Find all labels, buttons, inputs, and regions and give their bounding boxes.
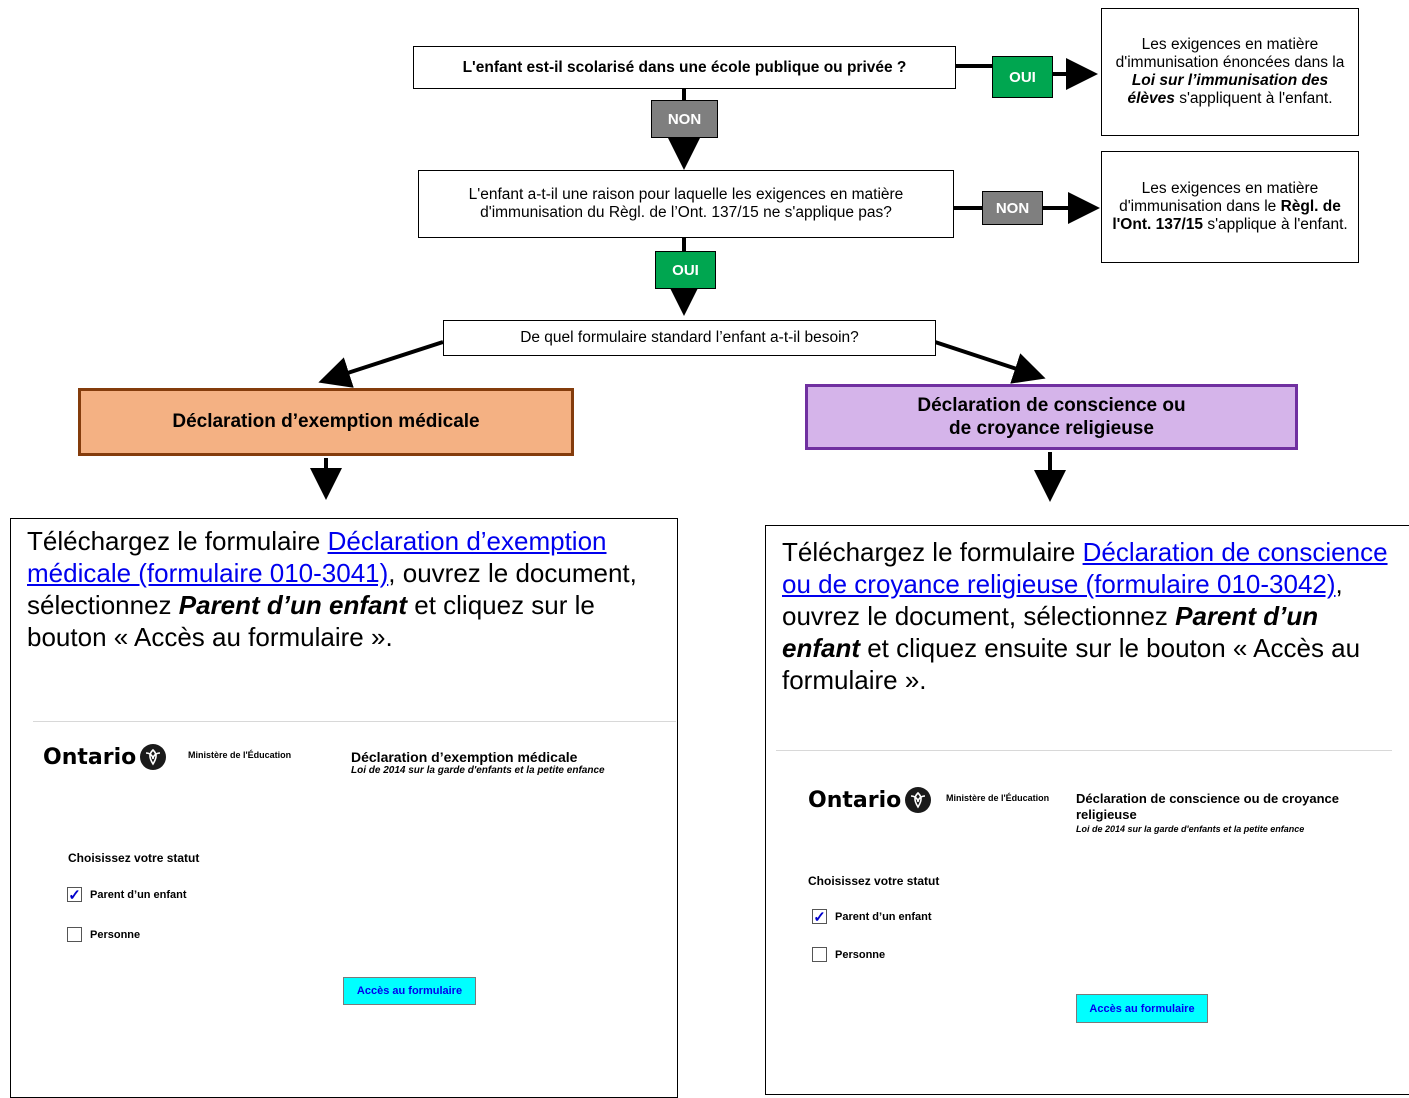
non-tag-2: NON	[982, 191, 1043, 225]
result-regulation-pre: Les exigences en matière d'immunisation …	[1119, 180, 1319, 215]
oui-tag-1: OUI	[992, 56, 1053, 98]
question-exemption-text: L'enfant a-t-il une raison pour laquelle…	[468, 186, 904, 221]
option-personne-label: Personne	[90, 928, 141, 941]
medical-form-panel: Téléchargez le formulaire Déclaration d’…	[10, 518, 678, 1098]
arrow-q3-religious	[934, 340, 1046, 384]
preview-doc-subtitle: Loi de 2014 sur la garde d'enfants et la…	[1076, 824, 1305, 834]
option-personne[interactable]: Personne	[67, 927, 140, 942]
option-parent[interactable]: ✓ Parent d’un enfant	[67, 886, 187, 904]
checkbox-parent-checked[interactable]: ✓	[67, 886, 82, 904]
preview-doc-subtitle: Loi de 2014 sur la garde d'enfants et la…	[351, 765, 605, 776]
result-school-post: s'appliquent à l'enfant.	[1174, 90, 1333, 107]
religious-instr-p3: et cliquez ensuite sur le bouton « Accès…	[782, 633, 1361, 695]
medical-exemption-box: Déclaration d’exemption médicale	[78, 388, 574, 456]
result-school-law: Les exigences en matière d'immunisation …	[1101, 8, 1359, 136]
religious-exemption-line2: de croyance religieuse	[949, 418, 1154, 439]
option-parent-label: Parent d’un enfant	[90, 888, 187, 901]
religious-instr-em: Parent d’un enfant	[782, 601, 1319, 663]
ontario-logo-text: Ontario	[43, 744, 137, 770]
religious-instr-p1: Téléchargez le formulaire	[782, 537, 1083, 567]
medical-instr-p3: et cliquez sur le bouton « Accès au form…	[27, 590, 595, 652]
religious-instructions: Téléchargez le formulaire Déclaration de…	[766, 526, 1409, 696]
preview-doc-title-text: Déclaration d’exemption médicale	[351, 749, 578, 765]
status-heading: Choisissez votre statut	[68, 851, 200, 865]
ontario-logo: Ontario	[43, 744, 167, 770]
medical-form-link[interactable]: Déclaration d’exemption médicale (formul…	[27, 526, 607, 588]
option-personne[interactable]: Personne	[812, 947, 885, 962]
question-school: L'enfant est-il scolarisé dans une école…	[413, 46, 956, 89]
option-personne-label: Personne	[835, 948, 886, 961]
result-school-law-name: Loi sur l’immunisation des élèves	[1127, 72, 1329, 107]
oui-tag-2: OUI	[655, 251, 716, 289]
access-form-button[interactable]: Accès au formulaire	[1076, 994, 1208, 1023]
religious-exemption-box: Déclaration de conscience ou de croyance…	[805, 384, 1298, 450]
question-which-form: De quel formulaire standard l’enfant a-t…	[443, 320, 936, 356]
medical-instr-p2: , ouvrez le document, sélectionnez	[27, 558, 637, 620]
religious-exemption-line1: Déclaration de conscience ou	[917, 395, 1186, 416]
result-regulation: Les exigences en matière d'immunisation …	[1101, 151, 1359, 263]
checkbox-personne[interactable]	[67, 927, 82, 942]
checkbox-personne[interactable]	[812, 947, 827, 962]
question-exemption-reason: L'enfant a-t-il une raison pour laquelle…	[418, 170, 954, 238]
option-parent[interactable]: ✓ Parent d’un enfant	[812, 908, 932, 926]
status-heading: Choisissez votre statut	[808, 874, 940, 888]
ontario-trillium-icon	[905, 787, 932, 813]
medical-instr-em: Parent d’un enfant	[178, 590, 408, 620]
arrow-q3-medical	[318, 340, 444, 388]
medical-instr-p1: Téléchargez le formulaire	[27, 526, 328, 556]
medical-instructions: Téléchargez le formulaire Déclaration d’…	[11, 519, 677, 653]
non-tag-1: NON	[651, 100, 718, 138]
preview-doc-title: Déclaration de conscience ou de croyance…	[1076, 791, 1381, 835]
ontario-logo: Ontario	[808, 787, 932, 813]
access-form-button[interactable]: Accès au formulaire	[343, 977, 476, 1005]
ministere-label: Ministère de l'Éducation	[188, 750, 292, 760]
preview-doc-title-text: Déclaration de conscience ou de croyance…	[1076, 791, 1339, 822]
religious-form-preview: Ontario Ministère de l'Éducation Déclara…	[776, 750, 1392, 1091]
religious-form-link[interactable]: Déclaration de conscience ou de croyance…	[782, 537, 1388, 599]
checkbox-parent-checked[interactable]: ✓	[812, 908, 827, 926]
option-parent-label: Parent d’un enfant	[835, 910, 932, 923]
ministere-label: Ministère de l'Éducation	[946, 793, 1050, 803]
checkmark-icon: ✓	[813, 908, 826, 926]
question-which-form-text: De quel formulaire standard l’enfant a-t…	[520, 329, 859, 346]
result-regulation-name: Règl. de l'Ont. 137/15	[1112, 198, 1341, 233]
religious-instr-p2: , ouvrez le document, sélectionnez	[782, 569, 1343, 631]
question-school-text: L'enfant est-il scolarisé dans une école…	[462, 58, 907, 76]
checkmark-icon: ✓	[68, 886, 81, 904]
ontario-trillium-icon	[140, 744, 167, 770]
result-school-pre: Les exigences en matière d'immunisation …	[1115, 36, 1345, 71]
result-regulation-post: s'applique à l'enfant.	[1203, 216, 1348, 233]
medical-form-preview: Ontario Ministère de l'Éducation Déclara…	[33, 721, 676, 1092]
medical-exemption-label: Déclaration d’exemption médicale	[172, 411, 480, 432]
ontario-logo-text: Ontario	[808, 787, 902, 813]
preview-doc-title: Déclaration d’exemption médicale Loi de …	[351, 749, 671, 777]
religious-form-panel: Téléchargez le formulaire Déclaration de…	[765, 525, 1409, 1095]
